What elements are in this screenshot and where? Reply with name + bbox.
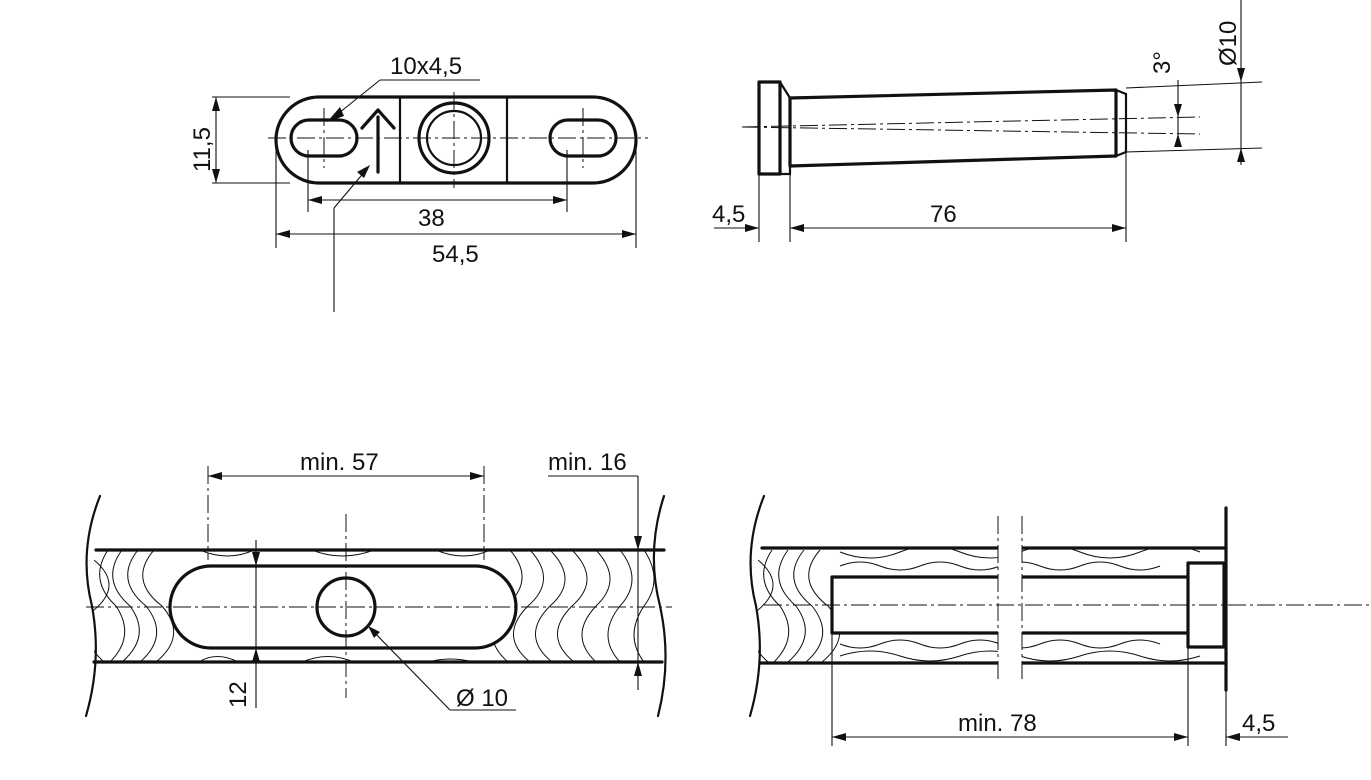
dim-slot-size: 10x4,5 xyxy=(390,53,462,80)
dim-min-edge: min. 16 xyxy=(548,449,627,476)
direction-arrow-icon xyxy=(360,108,396,174)
dim-width: 12 xyxy=(225,681,252,708)
dim-angle: 3° xyxy=(1149,51,1176,74)
dim-hole-spacing: 38 xyxy=(418,205,445,232)
board-section-view: min. 78 4,5 xyxy=(748,494,1371,746)
dim-min-spacing: min. 57 xyxy=(300,449,379,476)
dim-overall-length: 54,5 xyxy=(432,241,479,268)
board-top-view: min. 57 min. 16 12 Ø 10 xyxy=(84,449,672,718)
pin-side-view: 4,5 76 3° Ø10 xyxy=(712,0,1263,242)
dim-hole-diameter: Ø 10 xyxy=(456,685,508,712)
dim-min-depth: min. 78 xyxy=(958,710,1037,737)
bracket-plate-view: 10x4,5 11,5 38 54,5 xyxy=(189,53,648,312)
dim-head-thickness: 4,5 xyxy=(712,201,745,228)
dim-pin-length: 76 xyxy=(930,201,957,228)
dim-height: 11,5 xyxy=(189,127,216,172)
plate-outline xyxy=(274,95,638,185)
dim-head-thickness-2: 4,5 xyxy=(1242,710,1275,737)
dim-diameter: Ø10 xyxy=(1215,21,1242,66)
